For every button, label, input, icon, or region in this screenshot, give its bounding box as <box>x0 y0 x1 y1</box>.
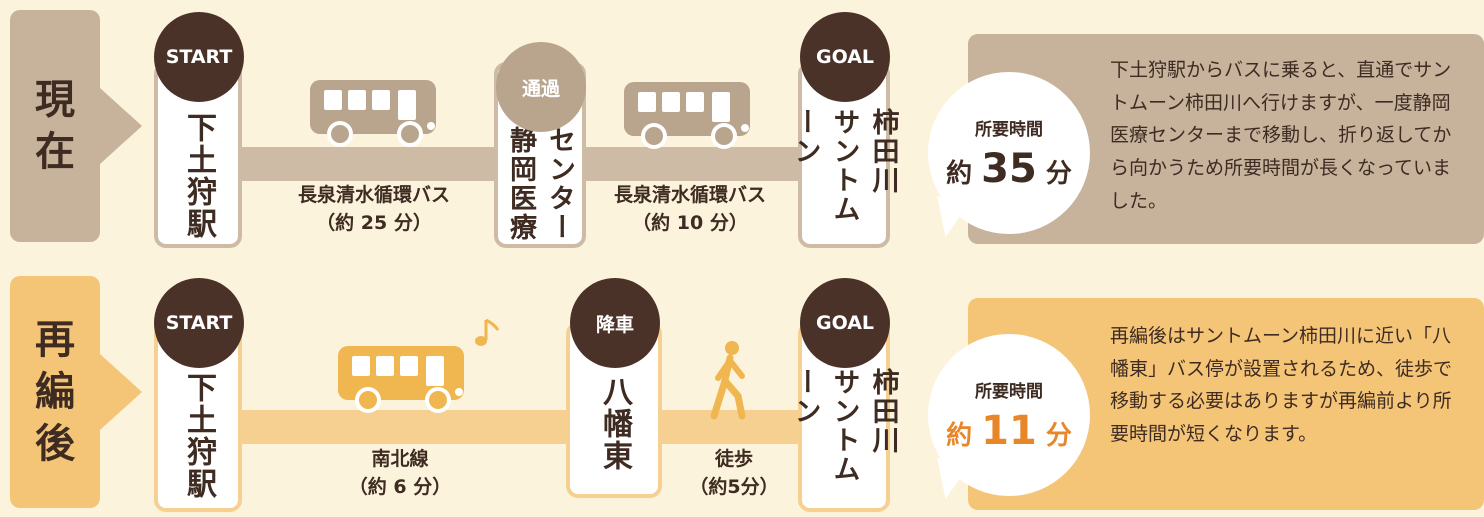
bus-icon <box>310 80 436 147</box>
after-bubble-time: 約 11 分 <box>946 408 1072 454</box>
current-goal-badge-label: GOAL <box>815 46 875 68</box>
current-row-label-char-2: 在 <box>35 129 75 175</box>
after-row-label-char-3: 後 <box>35 421 75 467</box>
current-row-arrow <box>100 88 142 164</box>
after-row-label-char-2: 編 <box>35 369 75 415</box>
current-via-station-name-col1: 静岡医療 <box>505 126 536 242</box>
after-goal-station-name-col2: 柿田川 <box>867 368 899 455</box>
after-start-badge: START <box>154 278 244 368</box>
after-goal-badge-label: GOAL <box>815 312 875 334</box>
after-stop-badge: 降車 <box>570 278 660 368</box>
after-bubble-prefix: 約 <box>946 420 973 451</box>
current-bubble-number: 35 <box>981 145 1037 192</box>
current-bubble-unit: 分 <box>1045 158 1072 189</box>
after-row-label-char-1: 再 <box>35 317 75 363</box>
current-segment1-route: 長泉清水循環バス <box>297 184 450 206</box>
after-description: 再編後はサントムーン柿田川に近い「八幡東」バス停が設置されるため、徒歩で移動する… <box>1110 325 1453 446</box>
current-bubble-time: 約 35 分 <box>946 146 1072 192</box>
after-goal-badge: GOAL <box>800 278 890 368</box>
after-segment1-route: 南北線 <box>371 448 429 470</box>
current-start-badge-label: START <box>165 46 233 68</box>
current-start-badge: START <box>154 12 244 102</box>
current-bubble-label: 所要時間 <box>975 119 1043 140</box>
current-goal-badge: GOAL <box>800 12 890 102</box>
after-stop-station-name: 八幡東 <box>597 376 632 472</box>
current-goal-station-name-col1: サントムーン <box>789 108 860 224</box>
current-segment2-time: （約 10 分） <box>632 211 748 234</box>
current-via-badge-label: 通過 <box>521 77 560 100</box>
current-row-label: 現 在 <box>10 10 100 242</box>
current-segment1-label: 長泉清水循環バス （約 25 分） <box>264 182 484 237</box>
after-bubble-label: 所要時間 <box>975 381 1043 402</box>
after-segment1-time: （約 6 分） <box>348 475 452 498</box>
after-segment2-time: （約5分） <box>689 475 779 498</box>
walking-person-icon <box>710 341 746 420</box>
current-start-station-name: 下土狩駅 <box>181 112 216 240</box>
current-segment2-route: 長泉清水循環バス <box>613 184 766 206</box>
after-segment1-label: 南北線 （約 6 分） <box>300 446 500 501</box>
after-segment2-label: 徒歩 （約5分） <box>664 446 804 501</box>
after-stop-badge-label: 降車 <box>595 313 634 336</box>
after-segment2-route: 徒歩 <box>714 448 753 470</box>
current-goal-station-name-col2: 柿田川 <box>867 108 899 195</box>
current-segment1-time: （約 25 分） <box>316 211 432 234</box>
after-goal-station-name-col1: サントムーン <box>789 368 860 484</box>
after-start-station-name: 下土狩駅 <box>181 372 216 500</box>
music-note-icon <box>475 318 500 346</box>
current-via-station-name-col2: センター <box>544 126 575 242</box>
current-time-bubble: 所要時間 約 35 分 <box>928 72 1090 234</box>
after-bubble-unit: 分 <box>1045 420 1072 451</box>
after-row-arrow <box>100 354 142 430</box>
current-row-label-char-1: 現 <box>35 77 75 123</box>
after-route-track <box>196 410 846 444</box>
after-start-badge-label: START <box>165 312 233 334</box>
bus-icon <box>338 346 464 413</box>
after-bubble-number: 11 <box>981 407 1037 454</box>
current-description: 下土狩駅からバスに乗ると、直通でサントムーン柿田川へ行けますが、一度静岡医療セン… <box>1110 59 1452 212</box>
bus-icon <box>624 82 750 149</box>
after-row-label: 再 編 後 <box>10 276 100 508</box>
after-time-bubble: 所要時間 約 11 分 <box>928 334 1090 496</box>
current-via-badge: 通過 <box>496 42 586 132</box>
current-bubble-prefix: 約 <box>946 158 973 189</box>
current-segment2-label: 長泉清水循環バス （約 10 分） <box>580 182 800 237</box>
